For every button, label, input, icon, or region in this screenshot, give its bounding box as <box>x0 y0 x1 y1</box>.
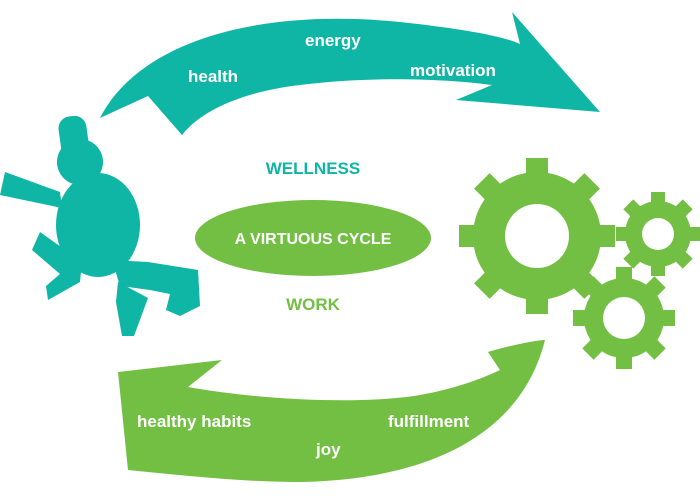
top-arrow: health energy motivation <box>100 12 600 135</box>
gears-icon <box>459 158 700 369</box>
virtuous-cycle-label: A VIRTUOUS CYCLE <box>235 231 392 248</box>
top-arrow-shape <box>100 12 600 135</box>
work-label: WORK <box>286 295 341 314</box>
ellipse-shape <box>195 200 431 276</box>
small-gear-icon <box>616 192 700 276</box>
medium-gear-icon <box>573 267 675 369</box>
bottom-arrow-label-healthy-habits: healthy habits <box>137 412 251 431</box>
bottom-arrow-shape <box>118 340 545 482</box>
running-person-icon <box>0 115 200 336</box>
bottom-arrow-label-fulfillment: fulfillment <box>388 412 470 431</box>
top-arrow-label-energy: energy <box>305 31 361 50</box>
wellness-label: WELLNESS <box>266 159 360 178</box>
bottom-arrow: healthy habits joy fulfillment <box>118 340 545 482</box>
virtuous-cycle-ellipse: A VIRTUOUS CYCLE <box>195 200 431 276</box>
bottom-arrow-label-joy: joy <box>315 440 341 459</box>
top-arrow-label-health: health <box>188 67 238 86</box>
top-arrow-label-motivation: motivation <box>410 61 496 80</box>
